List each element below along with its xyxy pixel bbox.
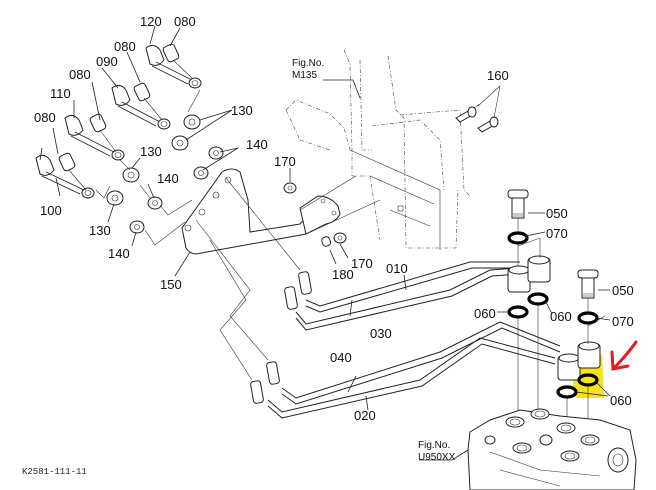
pipe-040 xyxy=(281,321,561,405)
callout-060-b: 060 xyxy=(550,309,572,324)
callout-110: 110 xyxy=(50,86,71,101)
callout-050-b: 050 xyxy=(612,283,634,298)
callout-160: 160 xyxy=(487,68,509,83)
oring-060-d xyxy=(577,373,599,387)
valve-body-u950xx xyxy=(467,408,637,490)
oring-060-a xyxy=(507,305,529,319)
callout-060-a: 060 xyxy=(474,306,496,321)
pipe-end-c xyxy=(266,361,280,385)
callout-080-b: 080 xyxy=(114,39,136,54)
callout-070-b: 070 xyxy=(612,314,634,329)
fitting-group-2 xyxy=(111,82,171,130)
banjo-bolt-050-b xyxy=(577,269,599,299)
callout-120: 120 xyxy=(140,14,162,29)
drawing-code: K2581-111-11 xyxy=(22,467,87,477)
banjo-fitting-b xyxy=(557,341,601,381)
oring-060-b xyxy=(527,292,549,306)
callout-070-a: 070 xyxy=(546,226,568,241)
callout-170-b: 170 xyxy=(351,256,373,271)
fig-ref-m135-label: Fig.No. xyxy=(292,58,324,69)
callout-080-a: 080 xyxy=(174,14,196,29)
callout-170-a: 170 xyxy=(274,154,296,169)
banjo-fitting-a xyxy=(507,255,551,293)
callout-100: 100 xyxy=(40,203,62,218)
fitting-group-1 xyxy=(145,43,202,89)
callout-130-c: 130 xyxy=(89,223,111,238)
pipe-end-d xyxy=(250,380,264,404)
banjo-bolt-050-a xyxy=(507,189,529,219)
callout-080-d: 080 xyxy=(34,110,56,125)
oring-060-c xyxy=(556,385,578,399)
callout-140-a: 140 xyxy=(246,137,268,152)
callout-140-c: 140 xyxy=(108,246,130,261)
nut-170-b xyxy=(333,232,347,244)
pipe-end-b xyxy=(284,286,298,310)
callout-080-c: 080 xyxy=(69,67,91,82)
fitting-group-4 xyxy=(35,152,95,199)
callout-060-c: 060 xyxy=(610,393,632,408)
fitting-group-3 xyxy=(64,113,125,161)
bracket-150 xyxy=(181,168,341,255)
callout-140-b: 140 xyxy=(157,171,179,186)
nuts-and-washers xyxy=(95,89,224,246)
pin-180 xyxy=(321,236,332,247)
pipe-020 xyxy=(267,337,556,419)
fig-ref-m135-number: M135 xyxy=(292,70,317,81)
callout-010: 010 xyxy=(386,261,408,276)
pipe-010 xyxy=(305,261,520,313)
callout-090: 090 xyxy=(96,54,118,69)
red-arrow-icon xyxy=(610,340,638,371)
oring-070-a xyxy=(507,231,529,245)
callout-040: 040 xyxy=(330,350,352,365)
frame-m135 xyxy=(285,49,471,250)
callout-180: 180 xyxy=(332,267,354,282)
bolt-160-a xyxy=(455,106,477,123)
nut-170-a xyxy=(283,182,297,194)
fig-ref-u950xx-label: Fig.No. xyxy=(418,440,450,451)
callout-130-b: 130 xyxy=(140,144,162,159)
callout-150: 150 xyxy=(160,277,182,292)
bolt-160-b xyxy=(477,116,499,133)
callout-130-a: 130 xyxy=(231,103,253,118)
fig-ref-u950xx-number: U950XX xyxy=(418,452,456,463)
pipe-end-a xyxy=(298,271,312,295)
oring-070-b xyxy=(577,311,599,325)
callout-030: 030 xyxy=(370,326,392,341)
callout-020: 020 xyxy=(354,408,376,423)
callout-050-a: 050 xyxy=(546,206,568,221)
